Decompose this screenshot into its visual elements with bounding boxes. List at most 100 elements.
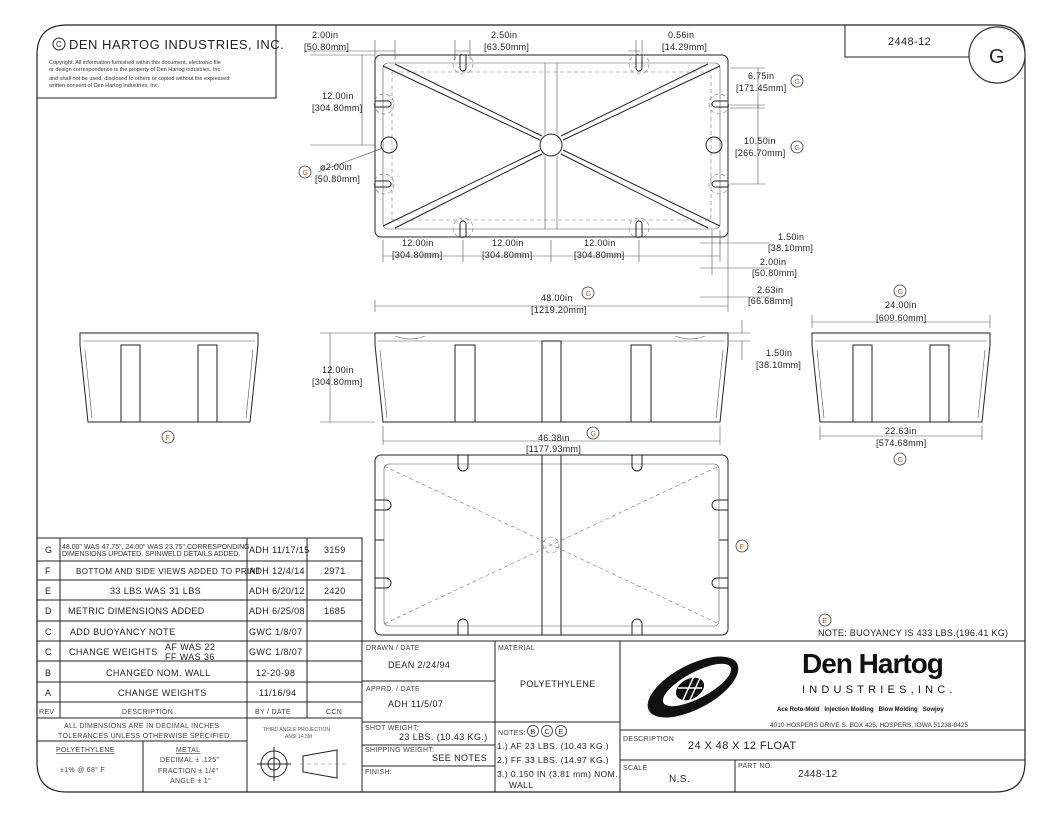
note-item: 2.) FF 33 LBS. (14.97 KG.) (497, 755, 609, 765)
material-value: POLYETHYLENE (520, 679, 596, 689)
dim-label: [1177.93mm] (526, 444, 581, 454)
dim-label: 22.63in (885, 426, 917, 436)
approved-value: ADH 11/5/07 (388, 699, 443, 709)
logo-subtitle: INDUSTRIES,INC. (802, 684, 957, 696)
logo-name: Den Hartog (802, 648, 943, 679)
dim-label: 2.63in (757, 285, 783, 295)
svg-text:AF WAS 22: AF WAS 22 (165, 642, 215, 652)
callout-f: F (740, 544, 744, 551)
dim-label: [1219.20mm] (531, 305, 587, 315)
callout-b: B (531, 729, 536, 736)
svg-text:12-20-98: 12-20-98 (256, 668, 295, 678)
copyright-text: or design correspondence is the property… (49, 67, 222, 73)
callout-g: G (795, 145, 800, 152)
header-part-number: 2448-12 (888, 36, 931, 48)
svg-text:C: C (45, 647, 52, 657)
dim-label: 1.50in (778, 232, 804, 242)
dim-label: 10.50in (744, 136, 776, 146)
material-label: MATERIAL (498, 645, 535, 652)
copyright-block: C DEN HARTOG INDUSTRIES, INC. Copyright.… (37, 25, 284, 99)
svg-text:48.00" WAS 47.75", 24.00" WAS: 48.00" WAS 47.75", 24.00" WAS 23.75",COR… (62, 544, 250, 551)
revision-callouts: G G G G G G G F F E (161, 74, 907, 627)
svg-text:FF WAS 36: FF WAS 36 (165, 652, 215, 662)
dim-label: [171.45mm] (736, 83, 787, 93)
bottom-view (374, 454, 729, 636)
copyright-text: written consent of Den Hartog Industries… (48, 83, 160, 89)
svg-text:BY / DATE: BY / DATE (255, 709, 291, 716)
svg-text:G: G (45, 545, 52, 555)
dim-label: 46.38in (538, 433, 570, 443)
tolerance-note: TOLERANCES UNLESS OTHERWISE SPECIFIED (58, 733, 230, 740)
dim-label: ⌀2.00in (320, 162, 352, 172)
svg-text:F: F (45, 566, 51, 576)
svg-text:D: D (45, 606, 52, 616)
revision-table: G 48.00" WAS 47.75", 24.00" WAS 23.75",C… (37, 537, 363, 792)
revision-row: E 33 LBS WAS 31 LBS ADH 6/20/12 2420 (45, 586, 345, 596)
scale-value: N.S. (669, 774, 690, 785)
svg-text:ADH 11/17/15: ADH 11/17/15 (249, 545, 310, 555)
metal-tolerance: FRACTION ± 1/4" (158, 768, 218, 775)
notes-label: NOTES: (498, 730, 526, 737)
dim-label: 12.00in (584, 238, 616, 248)
part-no-label: PART NO. (738, 763, 773, 770)
drawn-label: DRAWN / DATE (366, 645, 420, 652)
dim-label: [304.80mm] (482, 250, 533, 260)
revision-header-row: REV DESCRIPTION BY / DATE CCN (39, 709, 342, 716)
callout-g: G (591, 431, 596, 438)
copyright-text: Copyright. All information furnished wit… (49, 60, 221, 66)
part-no-value: 2448-12 (798, 769, 838, 780)
dim-label: [574.68mm] (876, 438, 927, 448)
dim-label: 0.56in (668, 30, 694, 40)
svg-text:A: A (45, 688, 51, 698)
dim-label: 12.00in (492, 238, 524, 248)
dim-label: 48.00in (541, 293, 573, 303)
dim-label: [304.80mm] (392, 250, 443, 260)
svg-text:3159: 3159 (324, 545, 346, 555)
scale-label: SCALE (623, 765, 647, 772)
shot-weight-label: SHOT WEIGHT: (365, 725, 419, 732)
note-item: 3.) 0.150 IN (3.81 mm) NOM. (497, 769, 618, 779)
svg-text:ADH 6/20/12: ADH 6/20/12 (249, 586, 305, 596)
svg-text:THIRD ANGLE PROJECTION: THIRD ANGLE PROJECTION (263, 727, 330, 733)
revision-row: B CHANGED NOM. WALL 12-20-98 (45, 668, 295, 678)
svg-text:33 LBS WAS 31 LBS: 33 LBS WAS 31 LBS (110, 586, 201, 596)
callout-g: G (898, 457, 903, 464)
dim-label: [266.70mm] (735, 148, 786, 158)
svg-text:2971: 2971 (324, 566, 346, 576)
dim-label: 12.00in (322, 91, 354, 101)
shipping-weight-value: SEE NOTES (432, 753, 487, 763)
callout-e: E (823, 618, 828, 625)
top-view (373, 53, 730, 239)
revision-row: F BOTTOM AND SIDE VIEWS ADDED TO PRINT A… (45, 566, 346, 576)
dim-label: [50.80mm] (752, 268, 797, 278)
svg-text:C: C (56, 40, 62, 49)
revision-row: A CHANGE WEIGHTS 11/16/94 (45, 688, 296, 698)
dim-label: [38.10mm] (768, 243, 813, 253)
callout-f: F (166, 435, 170, 442)
metal-tolerance: DECIMAL ± .125" (160, 757, 219, 764)
description-label: DESCRIPTION (623, 736, 674, 743)
callout-e: E (559, 729, 564, 736)
svg-text:CHANGE WEIGHTS: CHANGE WEIGHTS (69, 647, 158, 657)
callout-c: C (545, 729, 550, 736)
svg-text:1685: 1685 (324, 606, 346, 616)
revision-row: G 48.00" WAS 47.75", 24.00" WAS 23.75",C… (45, 544, 346, 558)
dim-label: 6.75in (748, 71, 774, 81)
svg-text:ADD BUOYANCY NOTE: ADD BUOYANCY NOTE (70, 627, 175, 637)
svg-text:CCN: CCN (326, 709, 342, 716)
buoyancy-note: NOTE: BUOYANCY IS 433 LBS.(196.41 KG) (818, 628, 1008, 638)
shot-weight-value: 23 LBS. (10.43 KG.) (399, 732, 488, 742)
svg-text:ADH 6/25/08: ADH 6/25/08 (249, 606, 305, 616)
note-item: 1.) AF 23 LBS. (10.43 KG.) (497, 741, 609, 751)
dim-label: [50.80mm] (304, 42, 349, 52)
company-address: 4010 HOSPERS DRIVE S. BOX 425, HOSPERS, … (770, 722, 968, 729)
svg-text:ANSI 14.5M: ANSI 14.5M (285, 734, 312, 740)
svg-text:REV: REV (39, 709, 54, 716)
svg-text:CHANGE WEIGHTS: CHANGE WEIGHTS (118, 688, 207, 698)
revision-row: C ADD BUOYANCY NOTE GWC 1/8/07 (45, 627, 302, 637)
callout-g: G (303, 170, 308, 177)
company-logo (647, 656, 739, 718)
left-end-view (79, 332, 259, 423)
dim-label: [38.10mm] (756, 360, 801, 370)
svg-text:DIMENSIONS UPDATED. SPINWELD D: DIMENSIONS UPDATED. SPINWELD DETAILS ADD… (62, 551, 240, 558)
